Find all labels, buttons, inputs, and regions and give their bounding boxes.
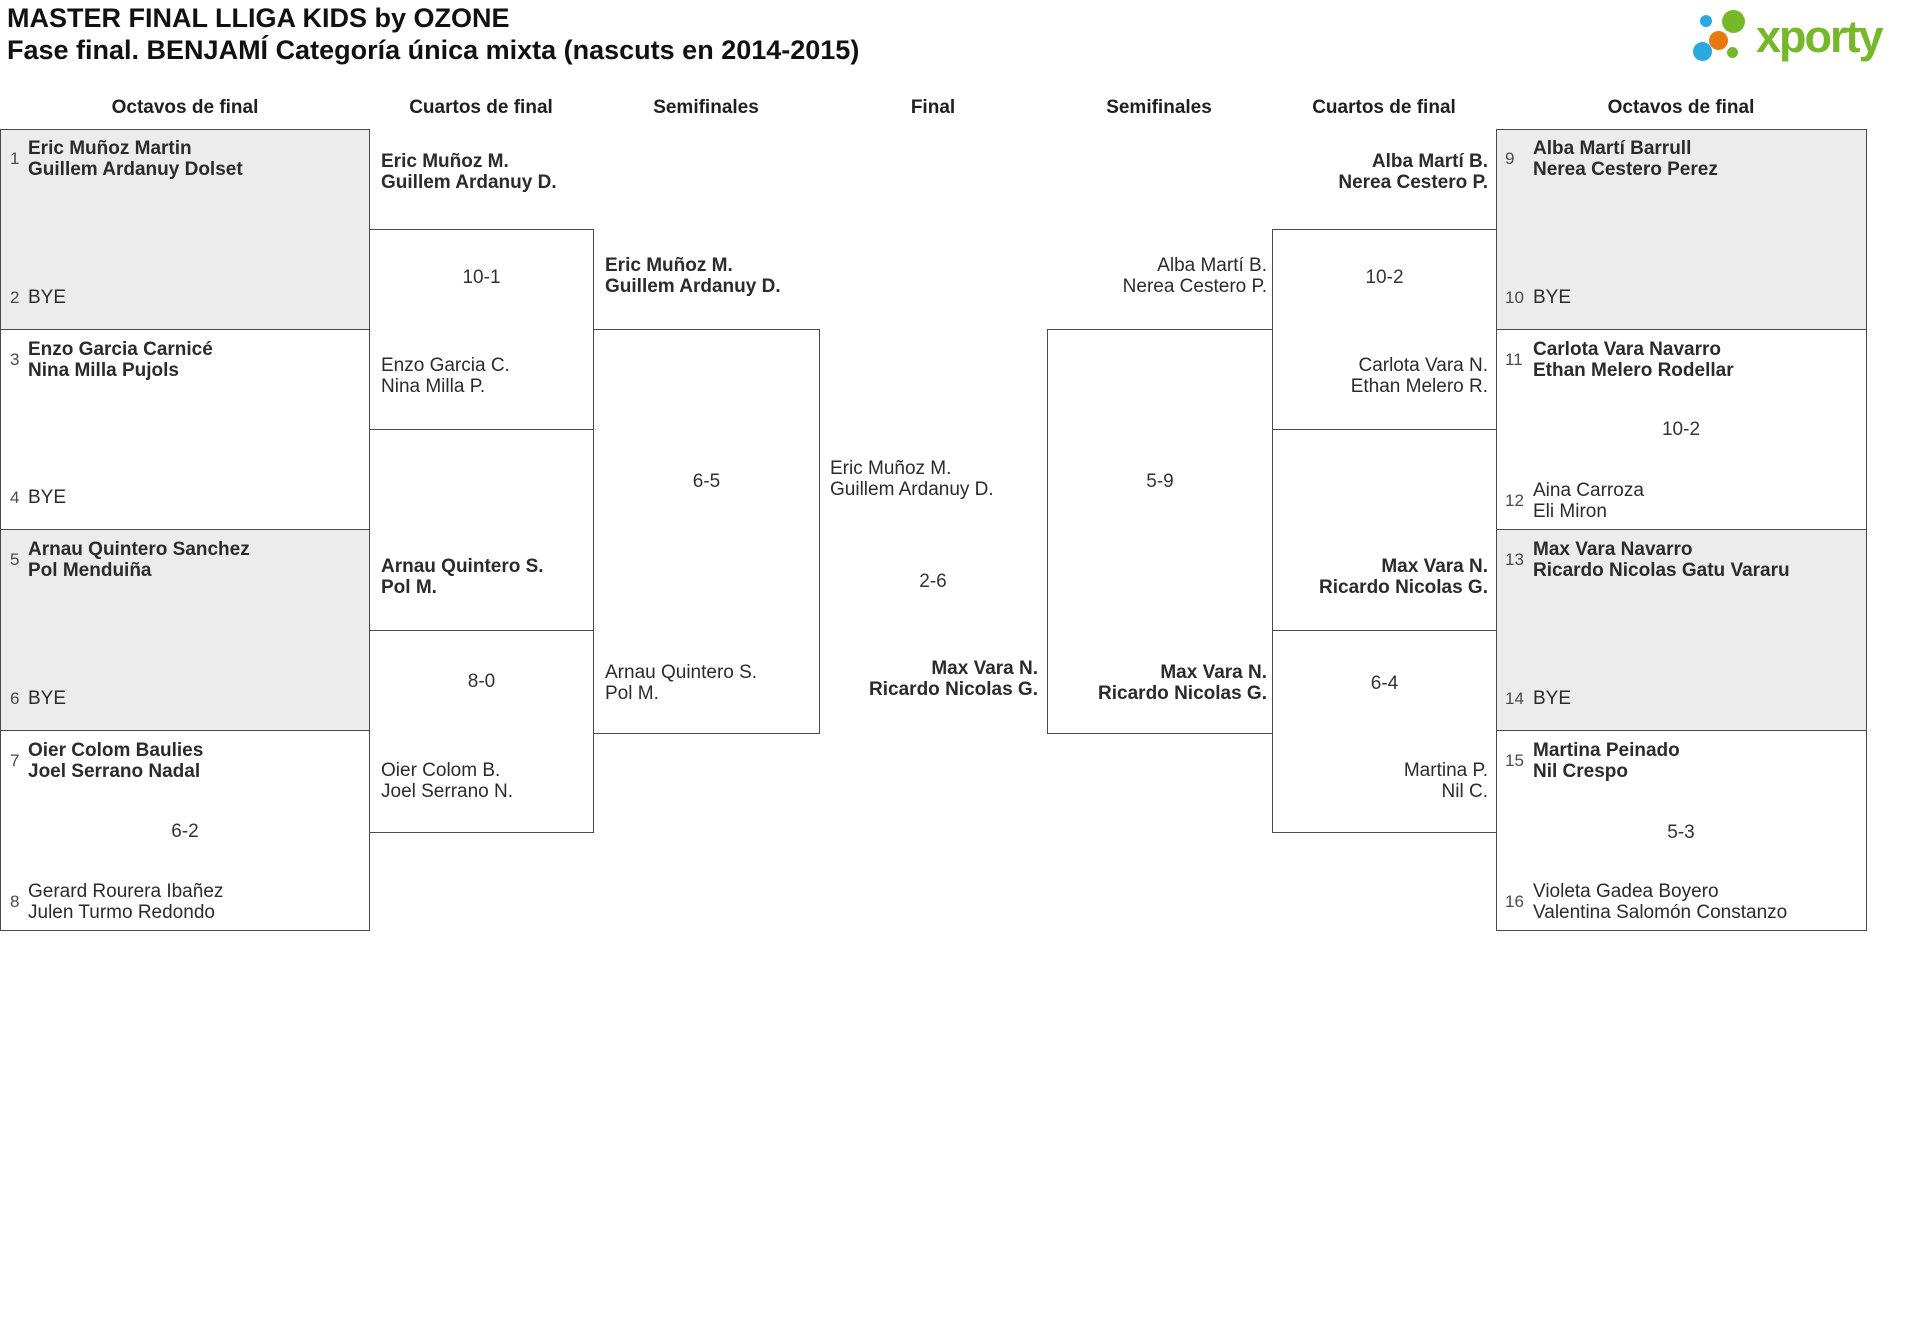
octavos-right-box-1 <box>1496 129 1867 330</box>
qr1-loser: Carlota Vara N.Ethan Melero R. <box>1350 355 1488 397</box>
sr-winner: Max Vara N.Ricardo Nicolas G. <box>1098 662 1267 704</box>
final-winner-team: Max Vara N.Ricardo Nicolas G. <box>869 658 1038 700</box>
cuartos-right-box-1 <box>1272 229 1497 430</box>
seed-13: 13 <box>1505 550 1524 569</box>
ql2-winner: Arnau Quintero S.Pol M. <box>381 556 544 598</box>
sl-loser: Arnau Quintero S.Pol M. <box>605 662 758 704</box>
seed-4: 4 <box>10 487 20 507</box>
score-final: 2-6 <box>919 571 947 592</box>
seed-2: 2 <box>10 287 20 307</box>
seed-15: 15 <box>1505 751 1524 770</box>
seed-14: 14 <box>1505 688 1524 708</box>
cuartos-right-box-2 <box>1272 630 1497 833</box>
score-ql1: 10-1 <box>462 267 501 288</box>
logo-dot-green-small <box>1727 47 1738 58</box>
page-title: MASTER FINAL LLIGA KIDS by OZONE <box>7 3 510 33</box>
octavos-slot-4: 4 BYE <box>10 487 67 508</box>
octavos-right-box-3 <box>1496 529 1867 731</box>
logo-dot-green-large <box>1722 10 1745 33</box>
page-subtitle: Fase final. BENJAMÍ Categoría única mixt… <box>7 35 860 65</box>
sl-winner: Eric Muñoz M.Guillem Ardanuy D. <box>605 255 781 297</box>
xporty-logo[interactable]: xporty <box>1690 5 1915 67</box>
seed-11: 11 <box>1505 350 1523 369</box>
cuartos-left-box-2 <box>369 630 594 833</box>
seed-12: 12 <box>1505 491 1524 510</box>
logo-wordmark: xporty <box>1756 11 1884 62</box>
ql2-loser: Oier Colom B.Joel Serrano N. <box>381 760 514 802</box>
octavos-slot-2: 2 BYE <box>10 287 67 308</box>
header-cuartos-left: Cuartos de final <box>409 97 553 118</box>
score-octavos-15-16: 5-3 <box>1667 822 1695 843</box>
seed-1: 1 <box>10 149 20 168</box>
octavos-left-box-1 <box>0 129 370 330</box>
header-semis-right: Semifinales <box>1106 97 1212 118</box>
logo-dot-orange <box>1709 31 1728 50</box>
final-left-team: Eric Muñoz M.Guillem Ardanuy D. <box>830 458 994 500</box>
seed-8: 8 <box>10 892 20 911</box>
semis-right-box <box>1047 329 1273 734</box>
seed-10: 10 <box>1505 287 1524 307</box>
seed-5: 5 <box>10 550 20 569</box>
seed-9: 9 <box>1505 149 1515 168</box>
seed-16: 16 <box>1505 892 1524 911</box>
score-sr: 5-9 <box>1146 471 1174 492</box>
seed-3: 3 <box>10 350 20 369</box>
sr-loser: Alba Martí B.Nerea Cestero P. <box>1122 255 1267 297</box>
score-ql2: 8-0 <box>467 671 496 692</box>
header-semis-left: Semifinales <box>653 97 759 118</box>
header-final: Final <box>910 97 956 118</box>
score-qr1: 10-2 <box>1365 267 1404 288</box>
logo-dot-blue-large <box>1693 42 1712 61</box>
qr2-loser: Martina P.Nil C. <box>1403 760 1488 802</box>
header-octavos-left: Octavos de final <box>111 97 259 118</box>
octavos-right-box-2 <box>1496 329 1867 530</box>
octavos-right-box-4 <box>1496 730 1867 931</box>
octavos-left-box-4 <box>0 730 370 931</box>
octavos-slot-14: 14 BYE <box>1505 688 1572 709</box>
score-qr2: 6-4 <box>1370 673 1399 694</box>
octavos-slot-10: 10 BYE <box>1505 287 1572 308</box>
octavos-left-box-2 <box>0 329 370 530</box>
cuartos-left-box-1 <box>369 229 594 430</box>
seed-6: 6 <box>10 688 20 708</box>
semis-left-box <box>593 329 820 734</box>
octavos-slot-6: 6 BYE <box>10 688 67 709</box>
header-cuartos-right: Cuartos de final <box>1312 97 1456 118</box>
score-octavos-11-12: 10-2 <box>1661 419 1701 440</box>
seed-7: 7 <box>10 751 20 770</box>
header-octavos-right: Octavos de final <box>1607 97 1755 118</box>
qr1-winner: Alba Martí B.Nerea Cestero P. <box>1338 151 1488 193</box>
qr2-winner: Max Vara N.Ricardo Nicolas G. <box>1319 556 1488 598</box>
ql1-loser: Enzo Garcia C.Nina Milla P. <box>381 355 510 397</box>
logo-dot-blue-small <box>1700 15 1712 27</box>
score-octavos-7-8: 6-2 <box>171 821 199 842</box>
ql1-winner: Eric Muñoz M.Guillem Ardanuy D. <box>381 151 557 193</box>
score-sl: 6-5 <box>692 471 721 492</box>
